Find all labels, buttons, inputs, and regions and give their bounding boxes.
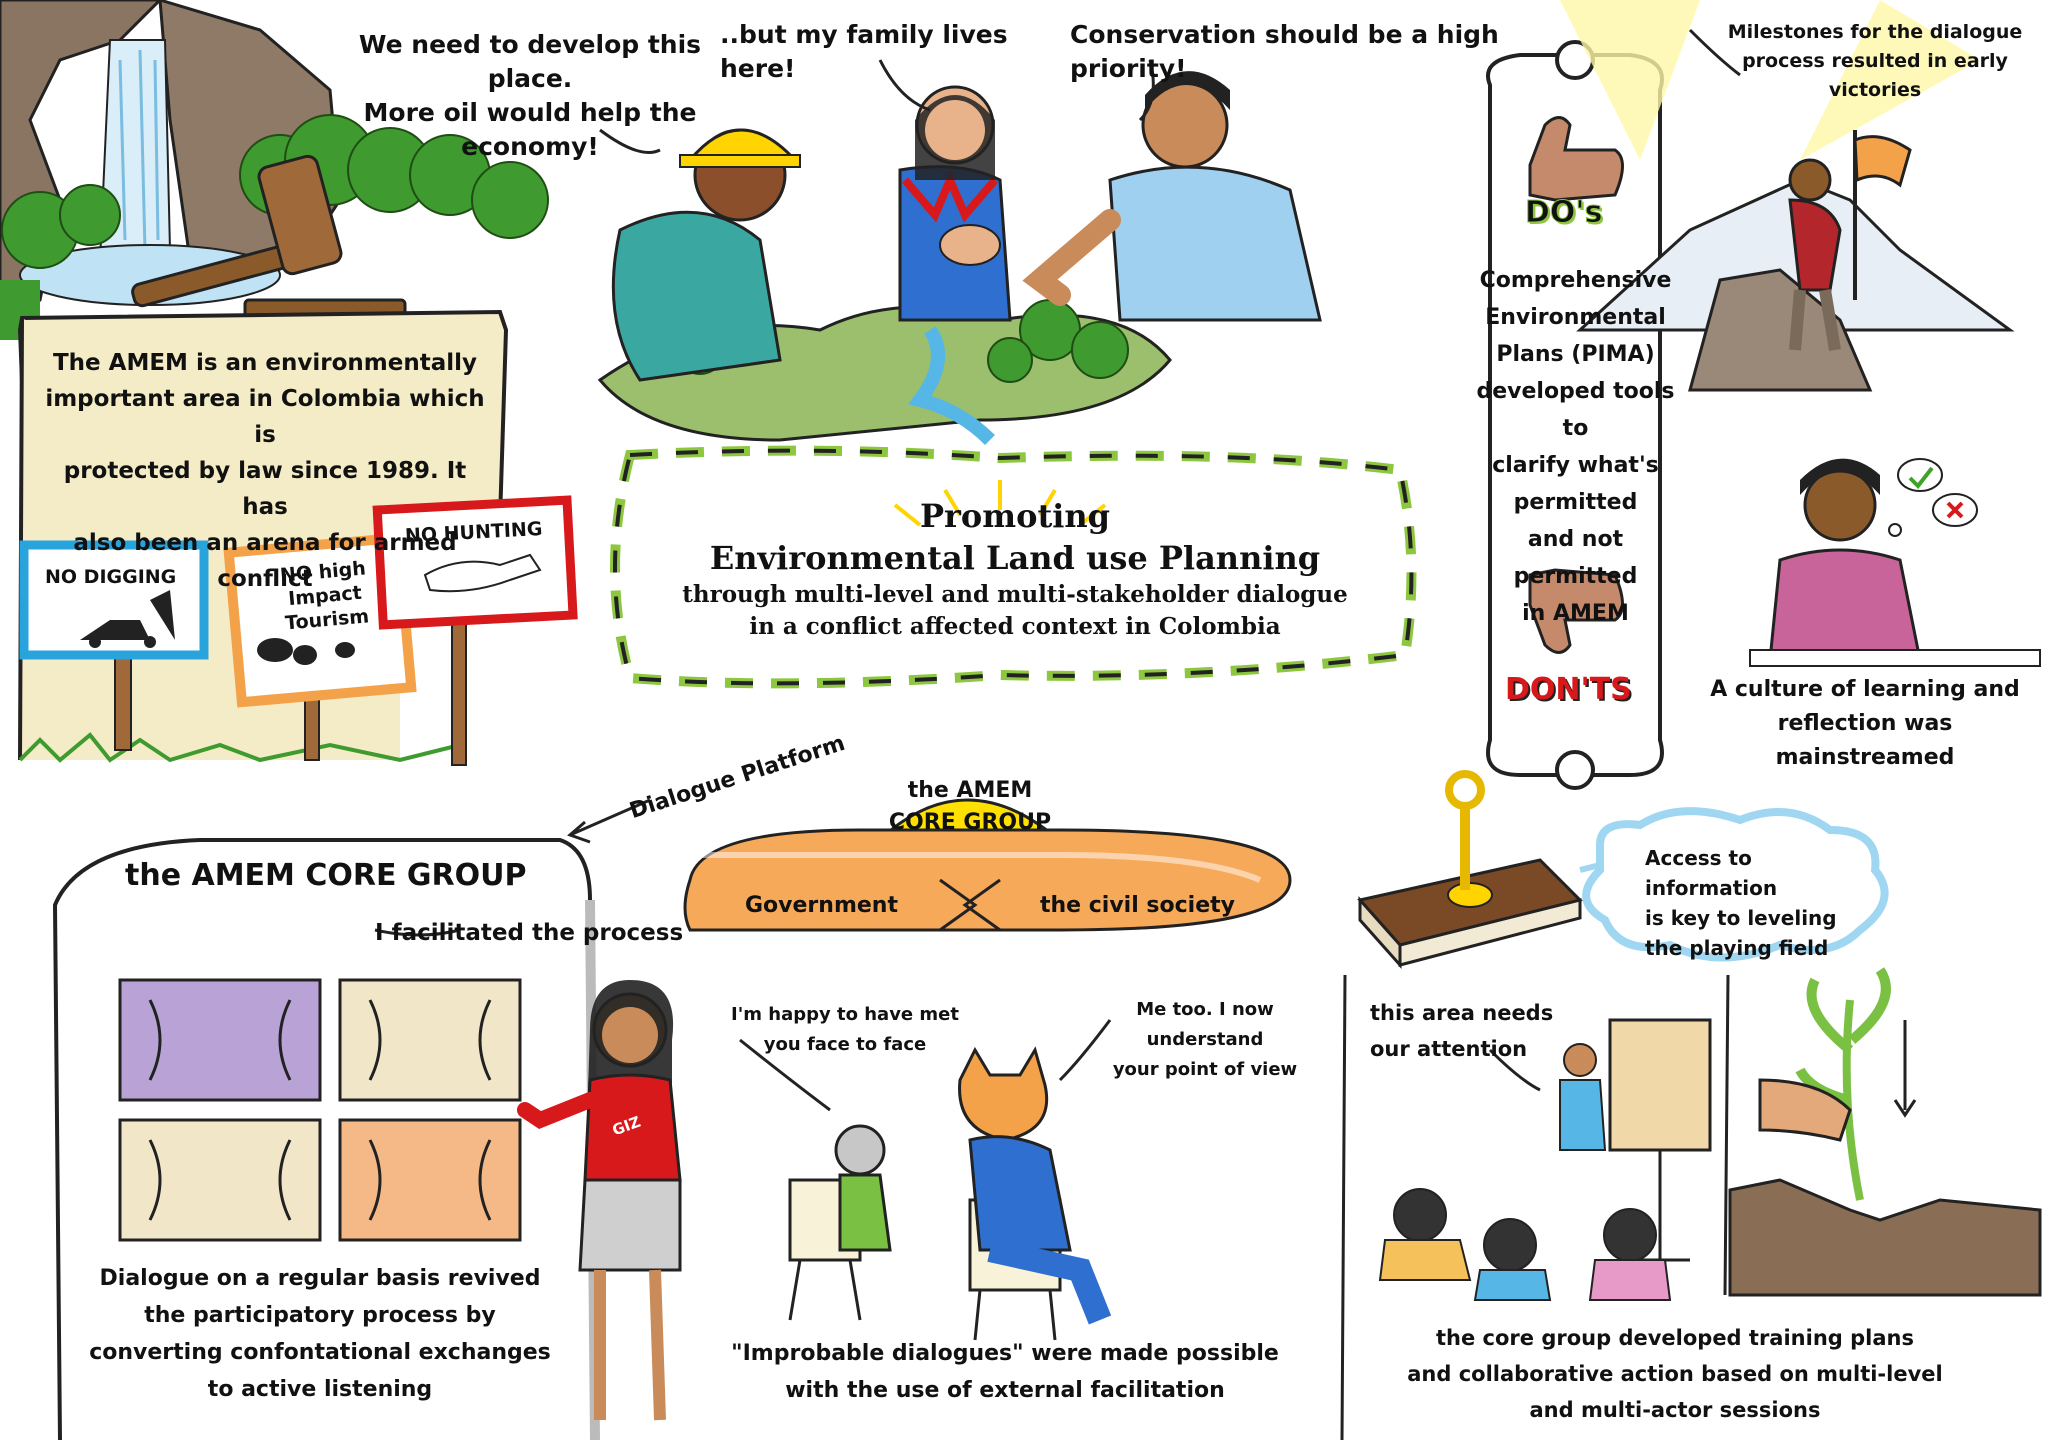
training-caption-line3: and multi-actor sessions xyxy=(1529,1398,1821,1422)
training-speech: this area needs our attention xyxy=(1370,995,1590,1067)
info-line2: is key to leveling xyxy=(1645,906,1837,930)
core-caption-line1: Dialogue on a regular basis revived xyxy=(99,1266,541,1291)
core-group-center-label: the AMEM CORE GROUP xyxy=(880,775,1060,839)
worker-speech-line1: We need to develop this place. xyxy=(358,30,702,93)
mouse-speech: I'm happy to have met you face to face xyxy=(715,1000,975,1060)
milestones-line1: Milestones for the dialogue xyxy=(1727,21,2023,43)
cat-line2: your point of view xyxy=(1112,1059,1298,1080)
learning-line2: reflection was mainstreamed xyxy=(1775,711,1955,770)
info-line1: Access to information xyxy=(1645,846,1778,900)
learning-text: A culture of learning and reflection was… xyxy=(1690,673,2040,775)
core-group-heading: the AMEM CORE GROUP xyxy=(125,858,527,893)
pima-line7: and not permitted xyxy=(1513,527,1638,589)
core-group-caption: Dialogue on a regular basis revived the … xyxy=(75,1260,565,1408)
core-caption-line3: converting confontational exchanges xyxy=(89,1340,551,1365)
milestones-line2: process resulted in early xyxy=(1742,50,2008,72)
dialogue-caption-line1: "Improbable dialogues" were made possibl… xyxy=(731,1341,1279,1366)
no-tourism-label: NO high Impact Tourism xyxy=(242,553,408,639)
core-line1: the AMEM xyxy=(907,778,1033,803)
milestones-line3: victories xyxy=(1828,79,1922,101)
dialogue-caption: "Improbable dialogues" were made possibl… xyxy=(725,1335,1285,1409)
no-digging-label: NO DIGGING xyxy=(45,566,177,588)
information-cloud xyxy=(1582,807,1889,962)
milestones-text: Milestones for the dialogue process resu… xyxy=(1725,18,2025,105)
facilitator-speech: I facilitated the process xyxy=(375,920,684,946)
training-caption-line2: and collaborative action based on multi-… xyxy=(1407,1362,1943,1386)
donts-label: DON'TS xyxy=(1505,672,1632,707)
mother-speech-bubble: ..but my family lives here! xyxy=(720,20,1008,83)
amem-line1: The AMEM is an environmentally xyxy=(52,350,478,376)
title-line3: through multi-level and multi-stakeholde… xyxy=(682,581,1348,608)
amem-line4: also been an arena for armed conflict xyxy=(73,530,457,592)
pima-line6: permitted xyxy=(1513,490,1638,515)
speech-tails xyxy=(374,28,1741,1112)
amem-line2: important area in Colombia which is xyxy=(45,386,485,448)
pima-line4: developed tools to xyxy=(1476,379,1675,441)
mouse-line2: you face to face xyxy=(763,1034,927,1055)
government-label: Government xyxy=(745,893,898,918)
title-line2: Environmental Land use Planning xyxy=(709,539,1321,577)
training-caption: the core group developed training plans … xyxy=(1395,1320,1955,1428)
training-caption-line1: the core group developed training plans xyxy=(1436,1326,1914,1350)
amem-description: The AMEM is an environmentally important… xyxy=(40,345,490,597)
cat-speech: Me too. I now understand your point of v… xyxy=(1075,995,1335,1085)
sign-no-tourism xyxy=(223,532,417,761)
core-line2: CORE GROUP xyxy=(888,810,1052,835)
worker-speech-line2: More oil would help the economy! xyxy=(363,98,697,161)
title-line4: in a conflict affected context in Colomb… xyxy=(749,613,1281,640)
amem-line3: protected by law since 1989. It has xyxy=(63,458,467,520)
stakeholders-illustration xyxy=(597,71,1322,446)
core-group-panel-border xyxy=(52,838,597,1441)
dos-donts-scroll xyxy=(1486,40,1664,790)
core-caption-line4: to active listening xyxy=(207,1377,433,1402)
dos-label: DO's xyxy=(1524,195,1603,231)
worker-speech-bubble: We need to develop this place. More oil … xyxy=(320,28,740,164)
sign-no-hunting xyxy=(372,495,578,766)
cat-line1: Me too. I now understand xyxy=(1136,999,1274,1050)
dialogue-caption-line2: with the use of external facilitation xyxy=(785,1378,1225,1403)
training-illustration xyxy=(1378,967,2042,1301)
information-text: Access to information is key to leveling… xyxy=(1645,843,1885,963)
conservationist-speech-bubble: Conservation should be a high priority! xyxy=(1070,20,1499,83)
panel-divider xyxy=(1340,974,1347,1441)
faces-panels xyxy=(118,978,522,1242)
title-frame xyxy=(610,445,1417,689)
gavel-illustration xyxy=(131,154,407,330)
facilitator-illustration xyxy=(517,980,682,1421)
pima-description: Comprehensive Environmental Plans (PIMA)… xyxy=(1468,262,1683,632)
thinking-person-illustration xyxy=(1749,458,2041,667)
pima-line2: Environmental xyxy=(1485,305,1666,330)
pima-line8: in AMEM xyxy=(1522,601,1629,626)
waterfall-scene xyxy=(0,0,549,340)
pima-line3: Plans (PIMA) xyxy=(1496,342,1655,367)
mouse-line1: I'm happy to have met xyxy=(731,1004,959,1025)
core-caption-line2: the participatory process by xyxy=(144,1303,496,1328)
main-title: Promoting Environmental Land use Plannin… xyxy=(630,495,1400,643)
title-line1: Promoting xyxy=(919,497,1111,535)
learning-line1: A culture of learning and xyxy=(1710,677,2020,702)
dialogue-platform-diagram xyxy=(567,798,1292,932)
info-line3: the playing field xyxy=(1645,936,1829,960)
training-speech-line1: this area needs xyxy=(1370,1001,1554,1025)
pima-line1: Comprehensive xyxy=(1479,268,1672,293)
book-key-illustration xyxy=(1357,770,1583,969)
pima-line5: clarify what's xyxy=(1492,453,1659,478)
sign-no-digging xyxy=(19,540,209,751)
training-speech-line2: our attention xyxy=(1370,1037,1528,1061)
milestones-illustration xyxy=(1560,0,2015,392)
civil-society-label: the civil society xyxy=(1040,893,1235,918)
mouse-cat-illustration xyxy=(788,1046,1112,1341)
